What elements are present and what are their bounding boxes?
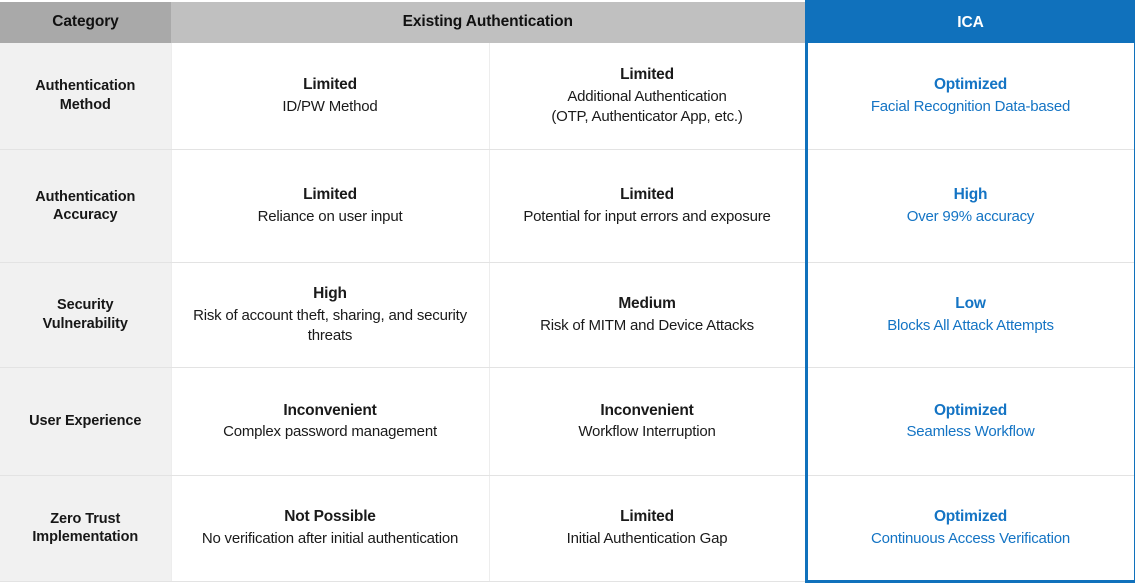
cell-detail: Risk of MITM and Device Attacks: [540, 317, 754, 335]
cell-ica: Optimized Seamless Workflow: [804, 367, 1135, 476]
cell-detail: Initial Authentication Gap: [566, 530, 728, 548]
row-label-line: Zero Trust: [50, 510, 121, 527]
cell-existing-a: Not Possible No verification after initi…: [170, 475, 489, 583]
row-label-line: Accuracy: [53, 207, 118, 224]
cell-verdict: Limited: [620, 508, 674, 526]
cell-verdict: High: [953, 186, 988, 204]
cell-existing-a: Limited Reliance on user input: [170, 149, 489, 263]
row-label-user-experience: User Experience: [0, 367, 171, 476]
cell-existing-b: Limited Initial Authentication Gap: [488, 475, 806, 583]
cell-verdict: Optimized: [933, 401, 1008, 419]
cell-ica: High Over 99% accuracy: [804, 149, 1135, 263]
row-label-line: User Experience: [29, 413, 142, 430]
cell-verdict: Optimized: [933, 76, 1008, 94]
table-row: User Experience Inconvenient Complex pas…: [0, 367, 1135, 476]
header-row: Category Existing Authentication ICA: [0, 0, 1135, 43]
cell-verdict: Inconvenient: [283, 401, 377, 419]
table-header: Category Existing Authentication ICA: [0, 0, 1135, 43]
cell-detail: Complex password management: [223, 423, 437, 441]
row-label-line: Security: [57, 297, 114, 314]
cell-ica: Optimized Facial Recognition Data-based: [804, 42, 1135, 151]
cell-verdict: Limited: [303, 186, 357, 204]
cell-detail: No verification after initial authentica…: [201, 530, 459, 548]
cell-existing-a: Inconvenient Complex password management: [170, 367, 489, 476]
cell-verdict: Optimized: [933, 507, 1008, 525]
cell-detail: Reliance on user input: [257, 208, 403, 226]
table-row: Zero Trust Implementation Not Possible N…: [0, 475, 1135, 583]
cell-ica: Optimized Continuous Access Verification: [804, 475, 1135, 583]
cell-existing-b: Limited Potential for input errors and e…: [488, 149, 806, 263]
header-cell-category: Category: [0, 1, 171, 43]
cell-detail: Additional Authentication(OTP, Authentic…: [551, 88, 743, 125]
cell-verdict: High: [313, 285, 347, 303]
header-cell-existing-authentication: Existing Authentication: [171, 1, 806, 43]
row-label-line: Method: [59, 96, 111, 113]
cell-detail: ID/PW Method: [282, 98, 378, 115]
row-label-zero-trust-implementation: Zero Trust Implementation: [0, 475, 171, 583]
cell-existing-a: Limited ID/PW Method: [170, 42, 489, 151]
table-row: Authentication Accuracy Limited Reliance…: [0, 149, 1135, 263]
table-row: Authentication Method Limited ID/PW Meth…: [0, 42, 1135, 151]
cell-detail: Blocks All Attack Attempts: [887, 317, 1054, 335]
cell-verdict: Limited: [303, 76, 357, 94]
cell-detail: Over 99% accuracy: [906, 208, 1035, 226]
row-label-authentication-method: Authentication Method: [0, 42, 171, 151]
cell-verdict: Not Possible: [284, 508, 376, 526]
cell-existing-a: High Risk of account theft, sharing, and…: [170, 262, 489, 369]
row-label-security-vulnerability: Security Vulnerability: [0, 262, 171, 369]
cell-existing-b: Medium Risk of MITM and Device Attacks: [488, 262, 806, 369]
cell-existing-b: Inconvenient Workflow Interruption: [488, 367, 806, 476]
row-label-line: Authentication: [35, 78, 136, 95]
header-cell-ica: ICA: [804, 0, 1135, 43]
cell-detail: Workflow Interruption: [578, 423, 716, 441]
cell-detail: Risk of account theft, sharing, and secu…: [193, 307, 467, 344]
table-body: Authentication Method Limited ID/PW Meth…: [0, 42, 1135, 583]
cell-verdict: Medium: [618, 295, 676, 313]
cell-ica: Low Blocks All Attack Attempts: [804, 262, 1135, 369]
row-label-authentication-accuracy: Authentication Accuracy: [0, 149, 171, 263]
cell-verdict: Limited: [620, 186, 674, 204]
cell-verdict: Inconvenient: [600, 401, 694, 419]
cell-detail: Seamless Workflow: [906, 423, 1035, 441]
row-label-line: Vulnerability: [42, 315, 128, 332]
cell-detail: Potential for input errors and exposure: [523, 208, 771, 226]
row-label-line: Implementation: [32, 529, 139, 546]
cell-detail: Facial Recognition Data-based: [870, 98, 1071, 115]
cell-verdict: Low: [955, 295, 986, 313]
cell-verdict: Limited: [620, 66, 674, 84]
table-row: Security Vulnerability High Risk of acco…: [0, 262, 1135, 369]
cell-detail: Continuous Access Verification: [870, 529, 1071, 547]
cell-existing-b: Limited Additional Authentication(OTP, A…: [488, 42, 806, 151]
row-label-line: Authentication: [35, 188, 136, 205]
